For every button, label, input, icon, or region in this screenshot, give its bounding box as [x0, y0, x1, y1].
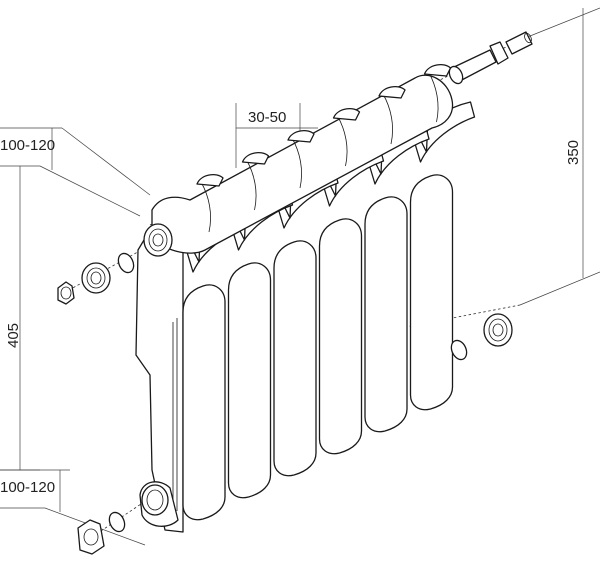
radiator-section	[400, 101, 476, 411]
air-vent-valve	[448, 31, 533, 85]
dimension-top-width: 100-120	[0, 127, 151, 217]
dimension-bottom-width: 100-120	[0, 469, 146, 546]
collector-joint	[246, 159, 257, 211]
plug-bottom	[77, 519, 105, 555]
air-valve-plug	[57, 281, 75, 305]
dimension-axis-distance-label: 350	[565, 140, 582, 165]
collector-cap	[241, 151, 270, 165]
dimension-section-depth-label: 30-50	[248, 109, 286, 126]
collector-cap	[196, 173, 224, 187]
radiator-body	[135, 63, 476, 533]
collector-joint	[291, 137, 302, 189]
collector-joint	[200, 181, 211, 233]
dimension-top-width-label: 100-120	[0, 137, 55, 154]
collector-cap	[378, 85, 406, 99]
top-collector	[151, 74, 454, 254]
dimension-section-depth: 30-50	[235, 103, 318, 168]
reducer-nut-bottom-right	[483, 313, 513, 347]
gasket-top-left	[117, 252, 135, 274]
gasket-bottom-left	[108, 511, 126, 533]
collector-cap	[287, 129, 315, 143]
dimension-bottom-width-label: 100-120	[0, 479, 55, 496]
gasket-bottom-right	[450, 339, 468, 361]
collector-joint	[337, 115, 348, 167]
collector-joint	[382, 93, 393, 145]
collector-joint	[428, 71, 439, 123]
bottom-left-port	[141, 484, 169, 516]
collector-cap	[332, 107, 361, 121]
dimension-axis-distance: 350	[519, 7, 600, 306]
dimension-total-height-label: 405	[5, 323, 22, 348]
top-left-port	[143, 223, 173, 257]
dimension-total-height: 405	[0, 166, 40, 471]
reducer-nut-top	[81, 262, 111, 294]
collector-cap	[423, 63, 452, 77]
